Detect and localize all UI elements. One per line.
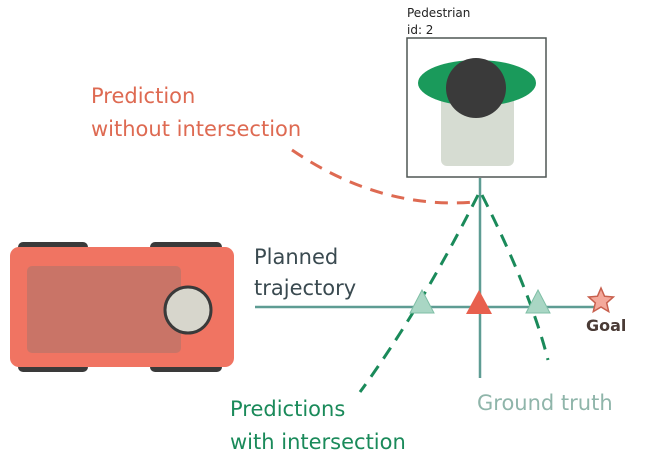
goal-star-icon xyxy=(586,286,616,314)
ground-truth-label: Ground truth xyxy=(477,391,613,415)
prediction-without-intersection-line1: Prediction xyxy=(91,84,196,108)
goal-label: Goal xyxy=(586,316,627,335)
predicted-position-marker-left xyxy=(409,288,435,314)
prediction-with-intersection-left xyxy=(358,194,480,393)
pedestrian-body xyxy=(441,96,514,166)
planned-trajectory-line1: Planned xyxy=(254,245,339,269)
pedestrian-id: id: 2 xyxy=(407,23,434,37)
pedestrian xyxy=(406,37,547,178)
prediction-with-intersection-right xyxy=(480,194,550,361)
predictions-with-intersection-line1: Predictions xyxy=(230,397,346,421)
lidar-sensor xyxy=(163,285,213,335)
pedestrian-title: Pedestrian xyxy=(407,6,471,20)
planned-trajectory-line2: trajectory xyxy=(254,276,357,300)
predicted-position-marker-right xyxy=(525,288,551,314)
ego-vehicle xyxy=(10,242,234,372)
pedestrian-head xyxy=(446,58,506,118)
predictions-with-intersection-label: Predictions with intersection xyxy=(230,393,406,459)
planned-trajectory-label: Planned trajectory xyxy=(254,242,356,304)
intersection-marker xyxy=(466,290,492,314)
pedestrian-label: Pedestrian id: 2 xyxy=(407,5,470,39)
prediction-without-intersection-curve xyxy=(291,148,476,205)
prediction-without-intersection-label: Prediction without intersection xyxy=(91,80,301,146)
vehicle-cabin xyxy=(27,266,181,353)
prediction-without-intersection-line2: without intersection xyxy=(91,117,302,141)
predictions-with-intersection-line2: with intersection xyxy=(230,430,406,454)
